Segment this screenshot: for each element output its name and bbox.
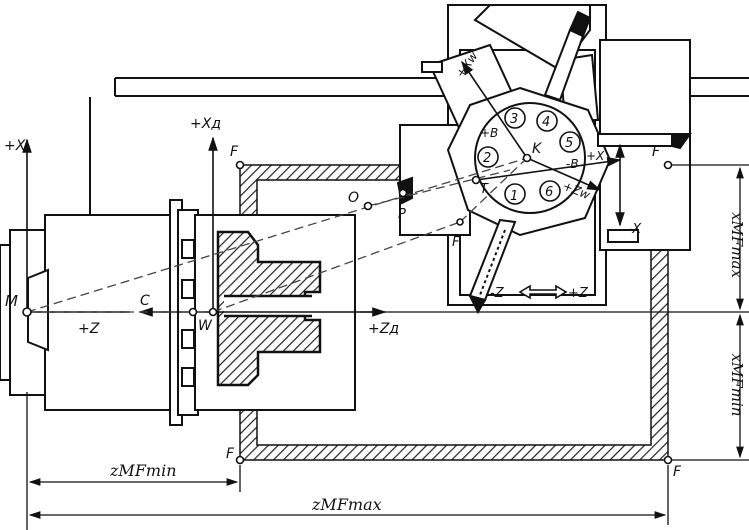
tool-6-label: 6 [545,185,553,200]
point-f-top-right-label: F [652,144,661,160]
point-f-bottom-left-label: F [226,446,235,462]
minus-b-label: -B [566,157,579,171]
axis-plus-x-label: +X [4,138,26,154]
dim-x-min-label: xMFmin [728,354,746,417]
point-t-label: T [480,182,489,197]
point-w-label: W [198,318,213,334]
axis-plus-x-d-label: +Xд [190,116,221,132]
turret-minus-z-label: -Z [490,286,505,301]
point-f-bottom-right-label: F [673,464,682,480]
tool-3-label: 3 [510,112,518,127]
point-f-top-left-label: F [230,144,239,160]
point-c-label: C [140,293,150,309]
turret-plus-z-label: +Z [568,286,589,301]
workpiece [216,230,322,387]
axis-plus-z-label: +Z [78,321,100,337]
point-f-turret-label: F [452,235,460,250]
tool-1-label: 1 [510,189,518,204]
reference-points [22,153,673,465]
dim-z-min-label: zMFmin [109,461,177,480]
axis-plus-z-d-label: +Zд [368,321,399,337]
tool-2-label: 2 [483,151,491,166]
point-o-label: O [348,190,359,206]
turret-z-arrow [518,284,568,300]
tool-4-label: 4 [542,115,550,130]
turret-plus-x-label: +X [586,149,605,163]
reference-lines [26,157,528,313]
dim-x-max-label: xMFmax [728,212,746,278]
tool-5-label: 5 [565,136,573,151]
point-m-label: M [5,292,18,310]
point-p-label: P [398,207,406,222]
point-k-label: K [532,141,543,157]
plus-b-label: +B [480,126,498,140]
turret-minus-x-label: -X [628,222,642,237]
dimension-lines [26,164,749,530]
tool-position-markers [477,107,581,205]
dim-z-max-label: zMFmax [311,495,382,514]
